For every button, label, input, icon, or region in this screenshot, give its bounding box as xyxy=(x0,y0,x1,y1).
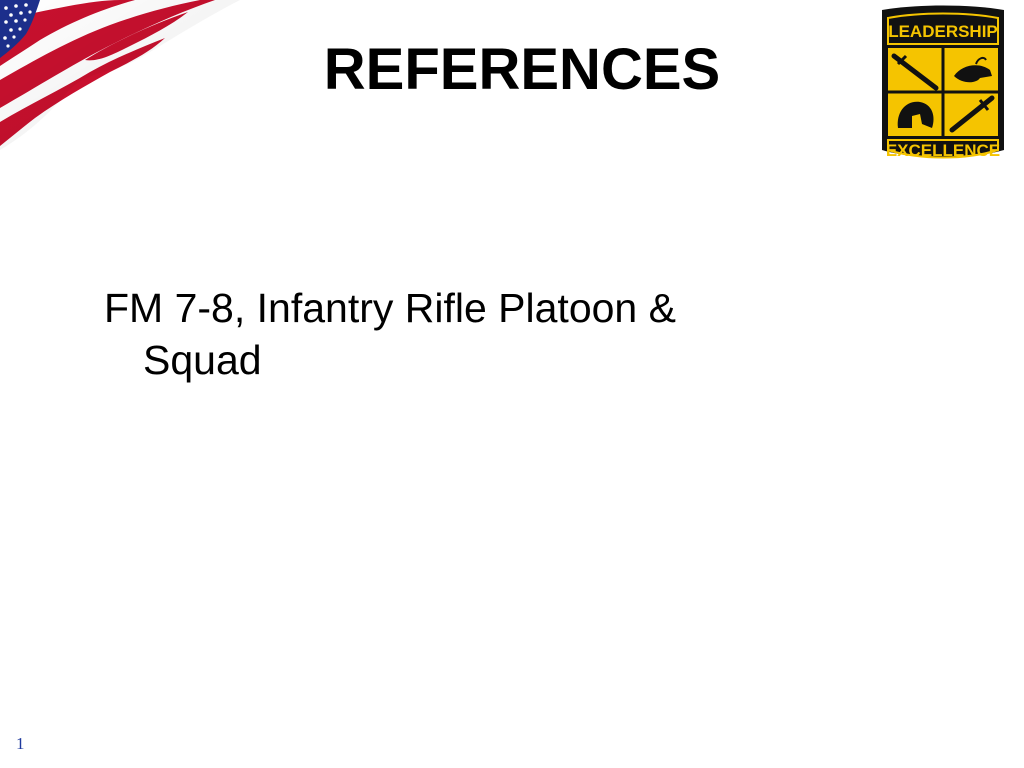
american-flag-icon xyxy=(0,0,240,150)
page-number: 1 xyxy=(16,734,25,753)
badge-top-text: LEADERSHIP xyxy=(888,22,998,41)
badge-bottom-text: EXCELLENCE xyxy=(886,141,1000,160)
slide-title: REFERENCES xyxy=(323,37,721,102)
reference-item: FM 7-8, Infantry Rifle Platoon & Squad xyxy=(104,282,764,386)
rotc-leadership-excellence-badge-icon: LEADERSHIP EXCELLENCE xyxy=(882,5,1004,160)
reference-line-1: FM 7-8, Infantry Rifle Platoon & xyxy=(104,285,676,331)
reference-line-2: Squad xyxy=(143,337,262,383)
